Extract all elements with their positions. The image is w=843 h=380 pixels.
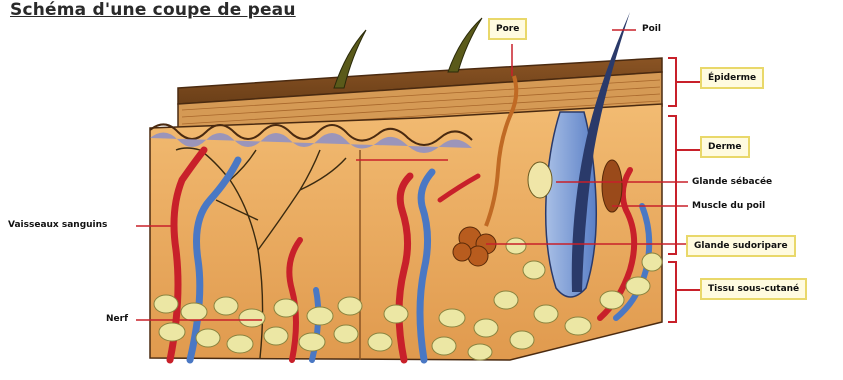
label-derme: Derme (700, 136, 750, 158)
label-tissu-sous-cutane: Tissu sous-cutané (700, 278, 807, 300)
layer-brackets (668, 58, 700, 322)
label-poil: Poil (642, 24, 661, 34)
label-epiderme: Épiderme (700, 67, 764, 89)
label-pore: Pore (488, 18, 527, 40)
arrector-pili-muscle (602, 160, 622, 212)
label-nerf: Nerf (106, 314, 128, 324)
label-glande-sebacee: Glande sébacée (692, 177, 772, 187)
label-vaisseaux-sanguins: Vaisseaux sanguins (8, 220, 107, 230)
label-muscle-poil: Muscle du poil (692, 201, 765, 211)
page-title: Schéma d'une coupe de peau (10, 0, 296, 20)
sebaceous-gland (528, 162, 552, 198)
label-glande-sudoripare: Glande sudoripare (686, 235, 796, 257)
surface-hair-right (448, 18, 482, 72)
